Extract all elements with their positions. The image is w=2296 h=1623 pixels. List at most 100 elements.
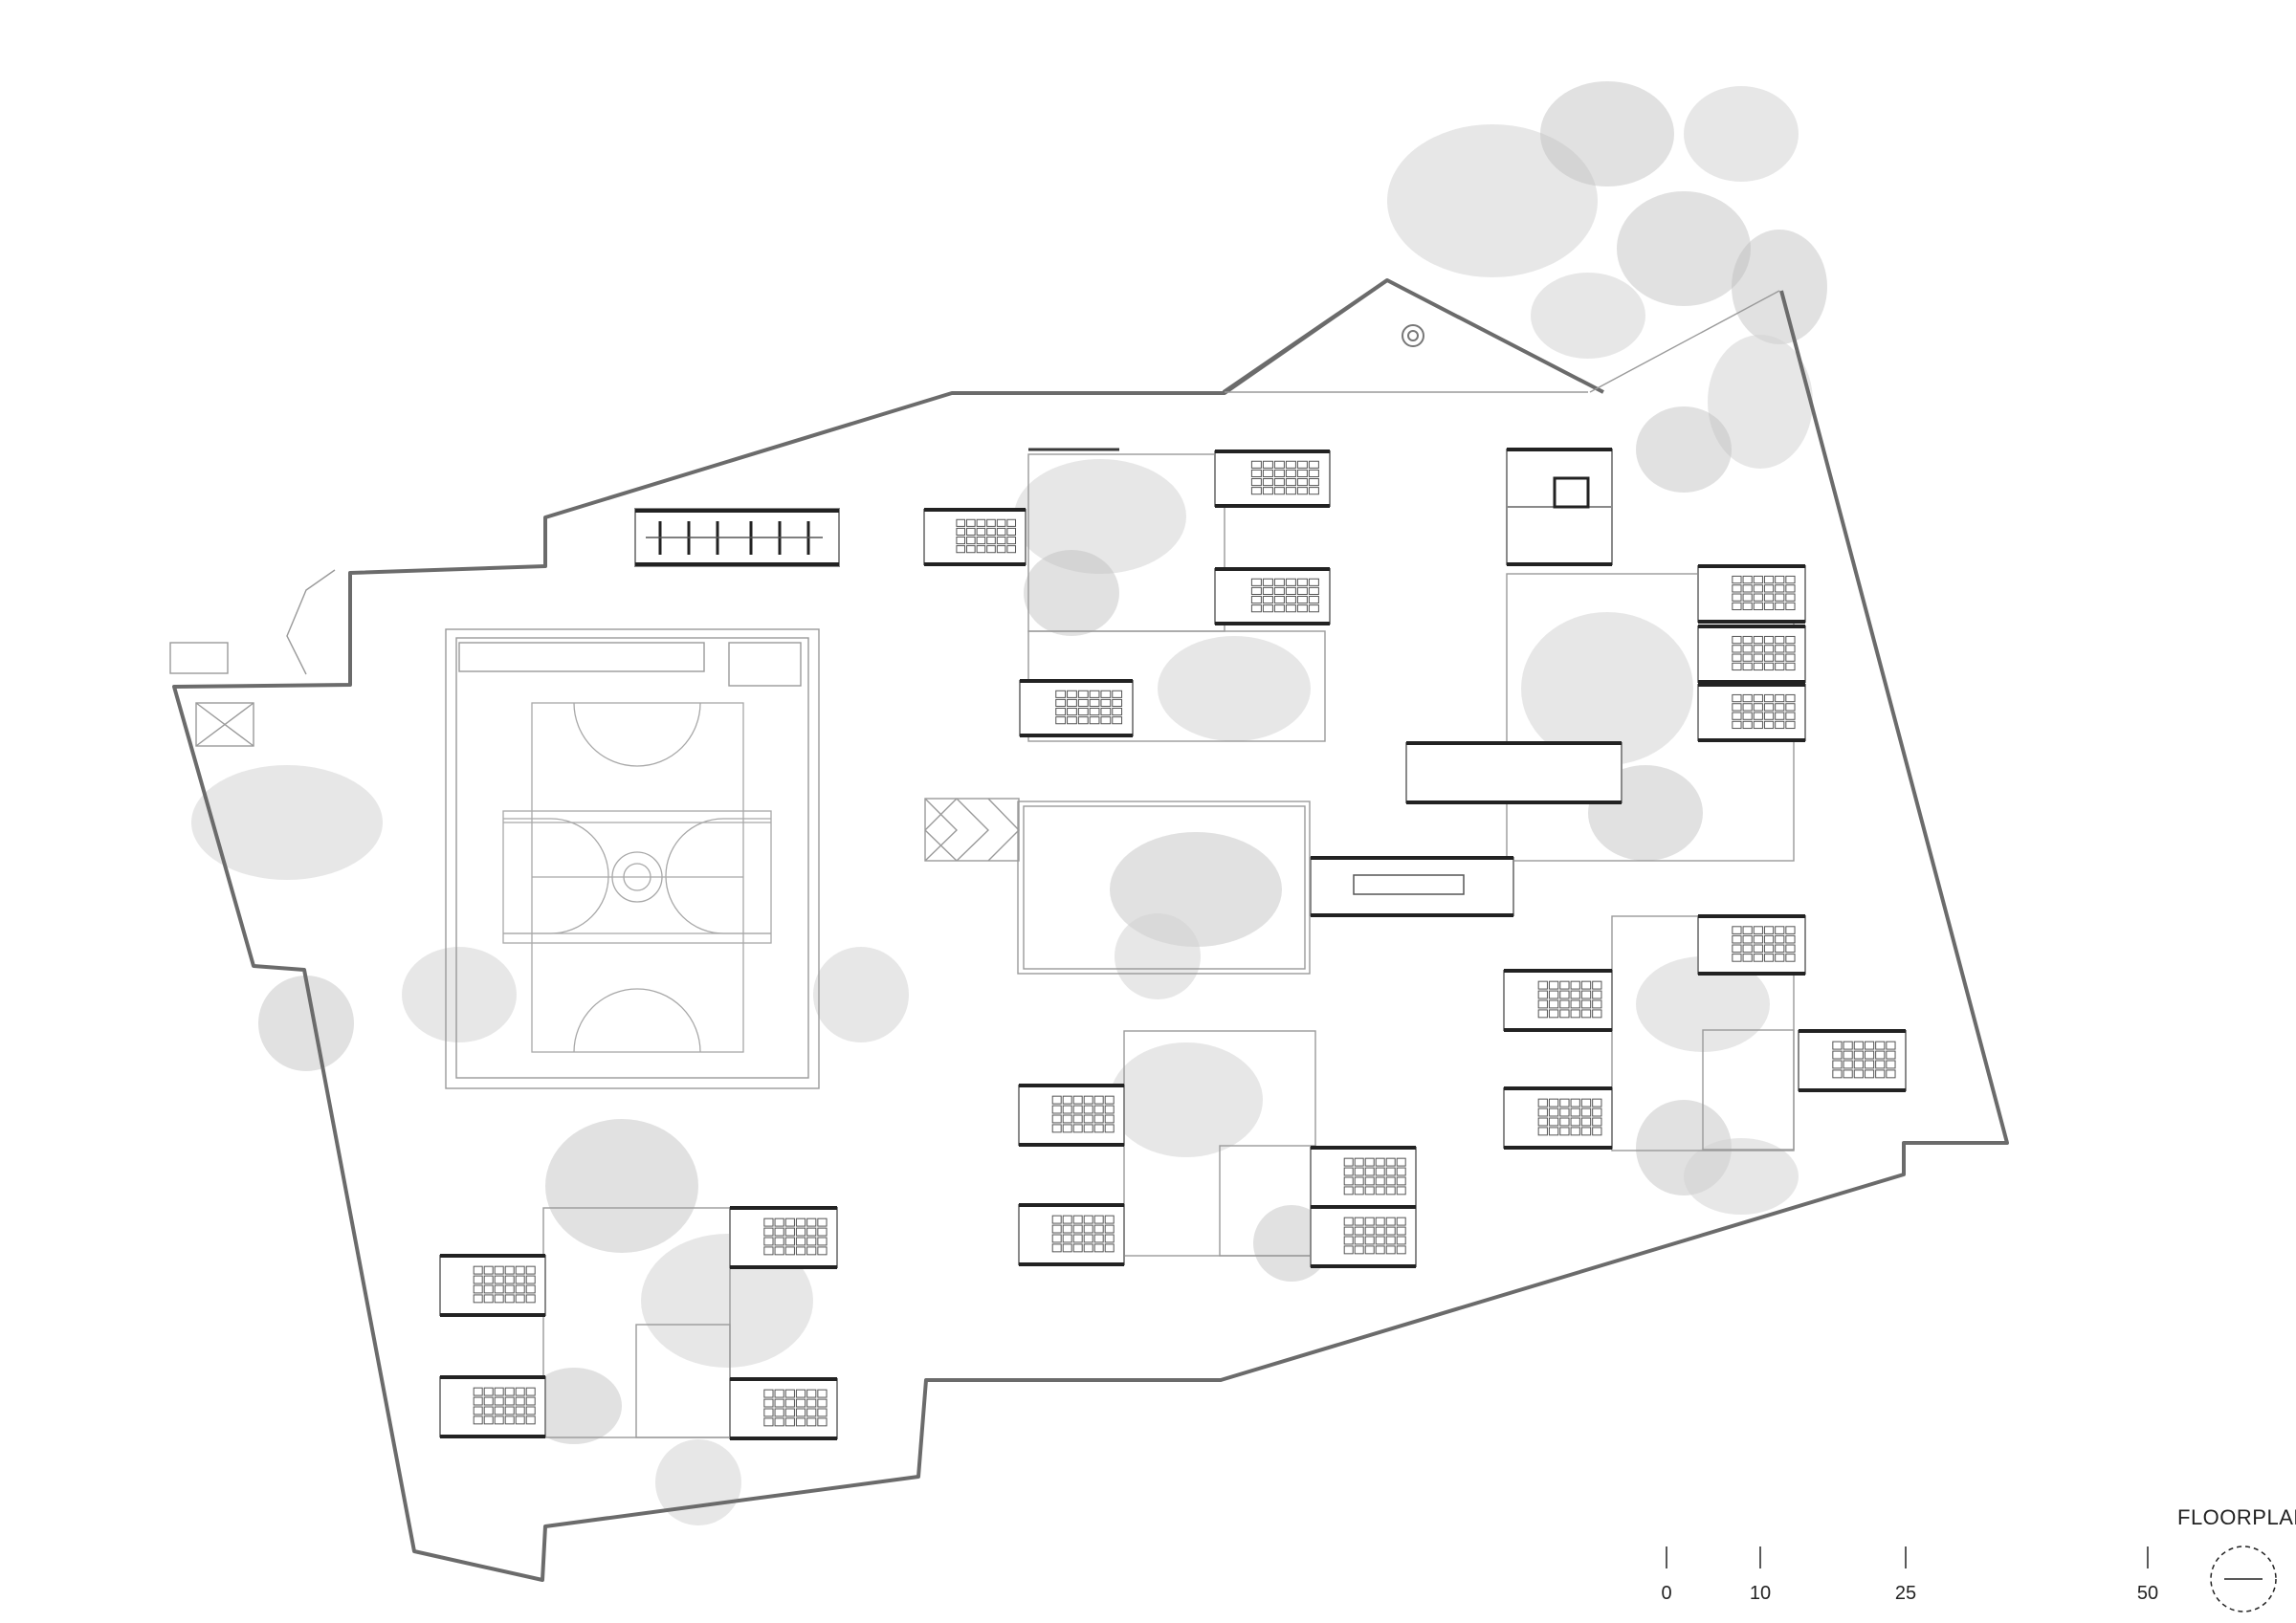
desk <box>763 1417 774 1427</box>
desk <box>1385 1245 1396 1255</box>
desk <box>1875 1069 1886 1079</box>
desk <box>1308 578 1319 586</box>
desk <box>1308 487 1319 495</box>
desk <box>795 1246 806 1256</box>
desk <box>515 1396 525 1406</box>
desk <box>1570 1108 1580 1117</box>
desk <box>1742 653 1753 662</box>
desk <box>1832 1060 1843 1069</box>
desk <box>1051 1243 1062 1253</box>
desk <box>1083 1234 1093 1243</box>
desk <box>1396 1236 1406 1245</box>
desk <box>1262 469 1273 478</box>
desk <box>774 1417 784 1427</box>
classroom <box>439 1375 546 1438</box>
desk <box>1093 1243 1104 1253</box>
classroom <box>1018 1084 1125 1147</box>
desk <box>525 1415 536 1425</box>
central-hall <box>924 798 1514 975</box>
desk <box>1396 1157 1406 1167</box>
desk <box>1343 1217 1354 1226</box>
desk <box>956 537 966 545</box>
desk <box>1742 720 1753 730</box>
desk <box>1062 1095 1072 1105</box>
desk <box>515 1294 525 1304</box>
desk <box>473 1275 483 1284</box>
desk <box>1592 1127 1602 1136</box>
desk <box>1375 1226 1385 1236</box>
pergola <box>924 798 1020 862</box>
desk <box>1732 602 1742 611</box>
desk <box>1006 518 1017 527</box>
classroom-cluster-1 <box>923 448 1331 742</box>
desk <box>494 1415 504 1425</box>
desk <box>504 1396 515 1406</box>
desk <box>473 1406 483 1415</box>
desk <box>1775 645 1785 653</box>
desk <box>986 527 996 537</box>
desk <box>1548 980 1559 990</box>
desk <box>1886 1060 1896 1069</box>
desk <box>1364 1236 1375 1245</box>
desk <box>763 1227 774 1237</box>
desk <box>1104 1215 1115 1224</box>
desk <box>976 527 986 537</box>
desk <box>1308 586 1319 596</box>
desk <box>1864 1060 1875 1069</box>
desk <box>1250 596 1262 604</box>
desk <box>1308 478 1319 487</box>
desk <box>1062 1224 1072 1234</box>
desk <box>1559 999 1570 1009</box>
desk <box>1742 645 1753 653</box>
desk <box>1875 1060 1886 1069</box>
scale-tick-50: 50 <box>2137 1583 2158 1604</box>
desk <box>1753 944 1763 954</box>
desk <box>1775 653 1785 662</box>
desk <box>1753 954 1763 962</box>
desk <box>1077 708 1089 716</box>
desk <box>763 1217 774 1227</box>
desk <box>1732 575 1742 584</box>
desk <box>966 537 976 545</box>
desk <box>1753 693 1763 703</box>
desk <box>473 1415 483 1425</box>
desk <box>1775 712 1785 720</box>
desk <box>1763 944 1775 954</box>
desk <box>1273 596 1285 604</box>
desk <box>1077 690 1089 698</box>
desk <box>1853 1041 1864 1050</box>
desk <box>956 545 966 554</box>
desk <box>1732 720 1742 730</box>
desk <box>1093 1124 1104 1133</box>
desk <box>1067 716 1077 725</box>
classroom <box>1503 969 1613 1032</box>
desk <box>1285 604 1296 613</box>
desk <box>1753 934 1763 944</box>
desk <box>1273 469 1285 478</box>
desk <box>1785 635 1796 645</box>
desk <box>504 1387 515 1396</box>
desk <box>494 1387 504 1396</box>
site-boundary-north <box>1222 278 1604 394</box>
desk <box>956 527 966 537</box>
desk <box>1104 1243 1115 1253</box>
desk <box>1832 1041 1843 1050</box>
classroom-cluster-4 <box>439 1206 838 1440</box>
desk <box>1112 698 1123 708</box>
desk <box>1396 1217 1406 1226</box>
desk <box>1285 469 1296 478</box>
desk <box>1570 1127 1580 1136</box>
desk <box>966 545 976 554</box>
desk <box>1775 934 1785 944</box>
desk <box>763 1237 774 1246</box>
desk <box>817 1217 828 1227</box>
desk <box>1375 1167 1385 1176</box>
desk <box>1732 926 1742 934</box>
desk <box>1262 460 1273 469</box>
scale-tick-0: 0 <box>1661 1583 1671 1604</box>
desk <box>1396 1167 1406 1176</box>
scale-tick-25: 25 <box>1895 1583 1916 1604</box>
desk <box>515 1415 525 1425</box>
desk <box>1296 487 1308 495</box>
desk <box>1262 487 1273 495</box>
